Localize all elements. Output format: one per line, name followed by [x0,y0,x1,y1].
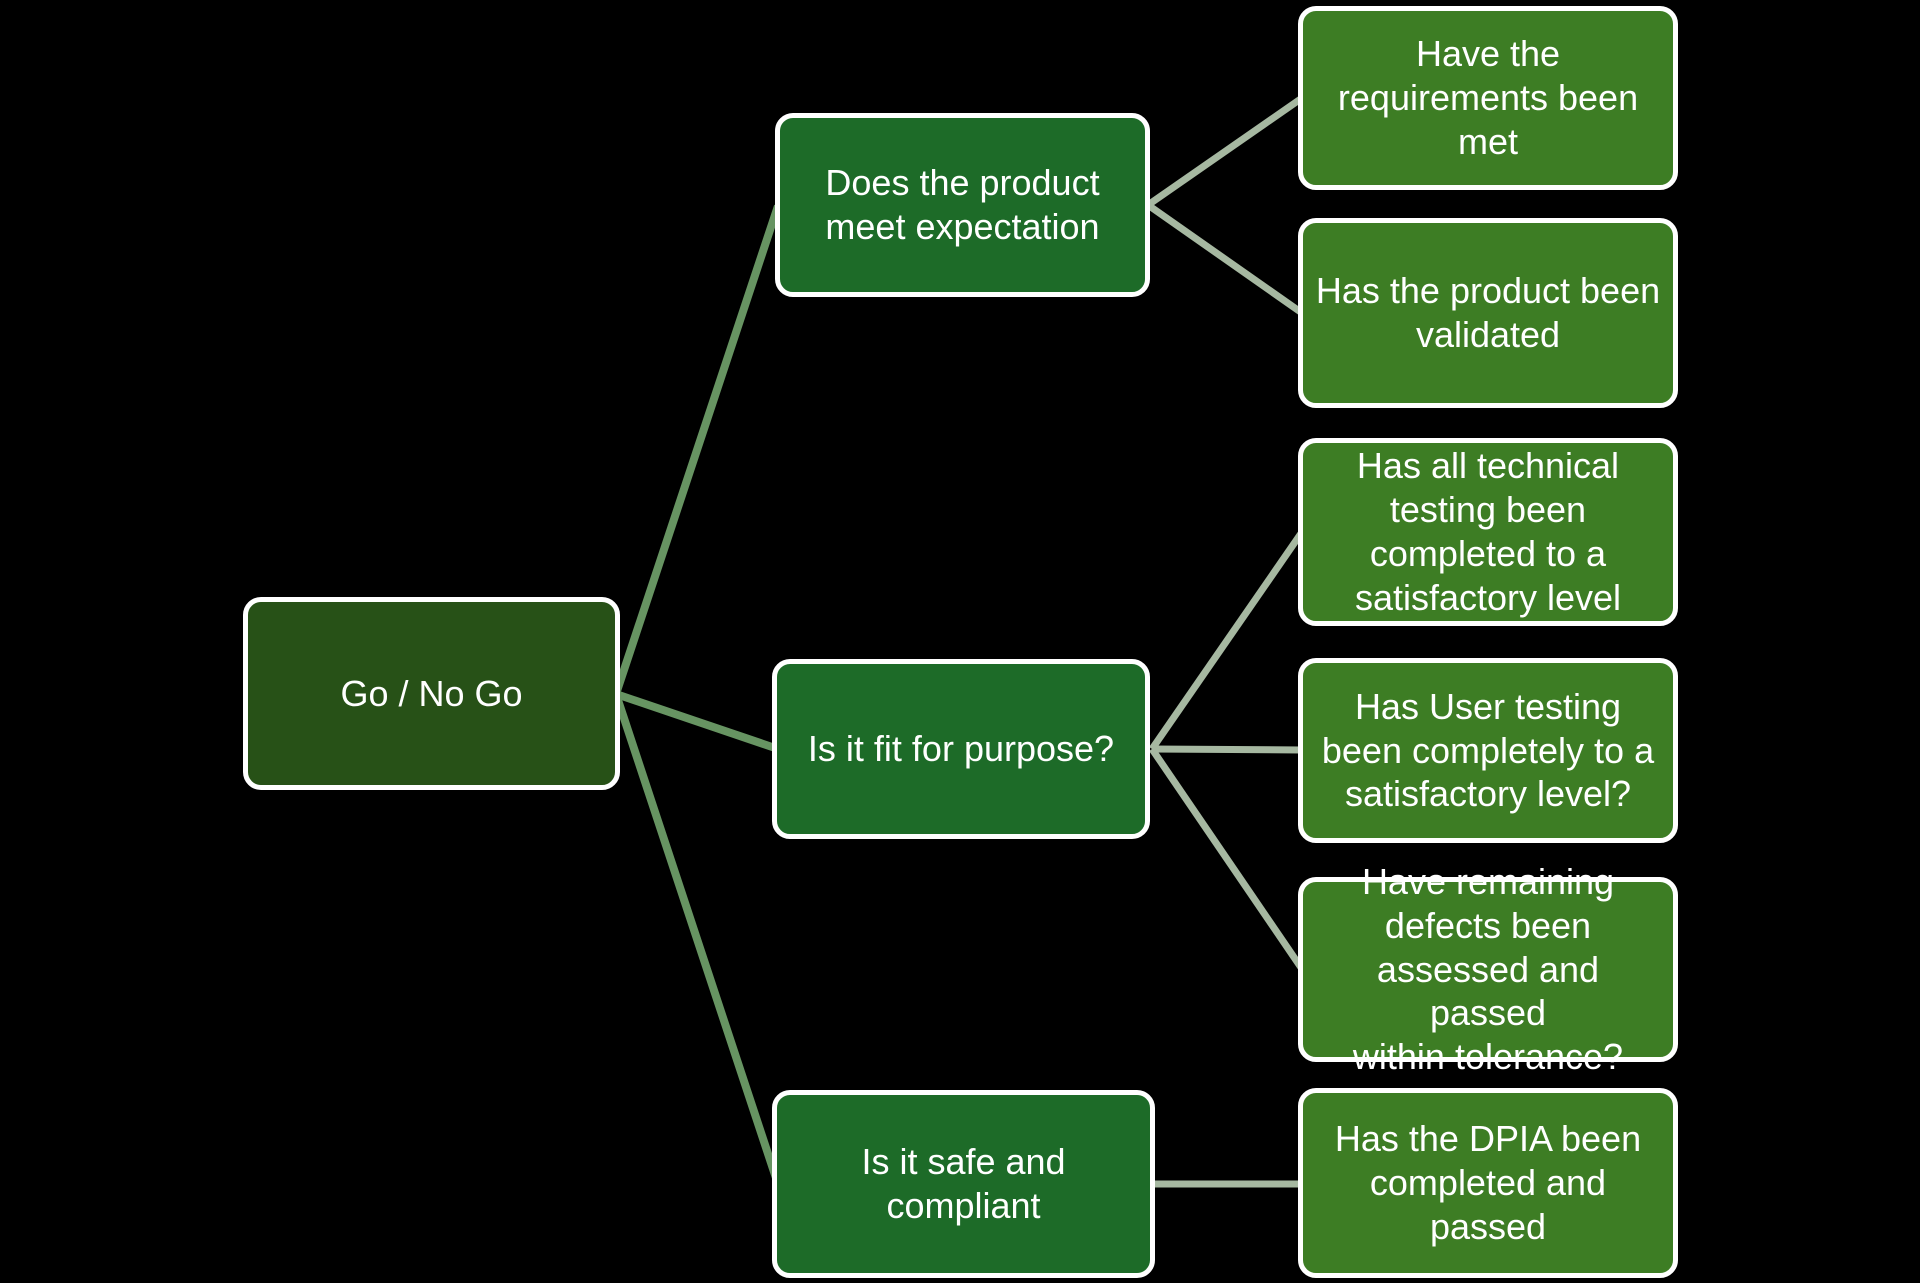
leaf-node-product-validated: Has the product been validated [1298,218,1678,408]
node-label: Is it fit for purpose? [807,728,1115,770]
branch-node-product-meets-expectation: Does the product meet expectation [775,113,1150,297]
connector-root-to-branch-expectation [612,204,782,696]
root-node-go-no-go: Go / No Go [243,597,620,790]
connector-expectation-to-requirements [1146,95,1304,208]
node-label: Does the product meet expectation [825,162,1100,247]
leaf-node-user-testing-completed: Has User testing been completely to a sa… [1298,658,1678,843]
node-label: Has the DPIA been completed and passed [1334,1118,1642,1247]
node-label: Have the requirements been met [1337,33,1639,162]
node-label: Is it safe and compliant [861,1141,1066,1226]
branch-node-safe-and-compliant: Is it safe and compliant [772,1090,1155,1278]
leaf-node-technical-testing-completed: Has all technical testing been completed… [1298,438,1678,626]
connector-purpose-to-technical-testing [1149,530,1305,751]
connector-root-to-branch-purpose [614,690,780,753]
connector-purpose-to-user-testing [1151,745,1303,754]
node-label: Has the product been validated [1315,270,1661,355]
branch-node-fit-for-purpose: Is it fit for purpose? [772,659,1150,839]
connector-expectation-to-validated [1145,202,1305,316]
node-label: Go / No Go [340,672,523,714]
connector-root-to-branch-safe [612,692,782,1186]
node-label: Has User testing been completely to a sa… [1321,685,1655,815]
node-label: Have remaining defects been assessed and… [1352,860,1624,1078]
leaf-node-requirements-met: Have the requirements been met [1298,6,1678,190]
connector-purpose-to-defects [1149,747,1305,971]
node-label: Has all technical testing been completed… [1354,445,1622,618]
leaf-node-dpia-completed: Has the DPIA been completed and passed [1298,1088,1678,1278]
leaf-node-defects-within-tolerance: Have remaining defects been assessed and… [1298,861,1678,1077]
